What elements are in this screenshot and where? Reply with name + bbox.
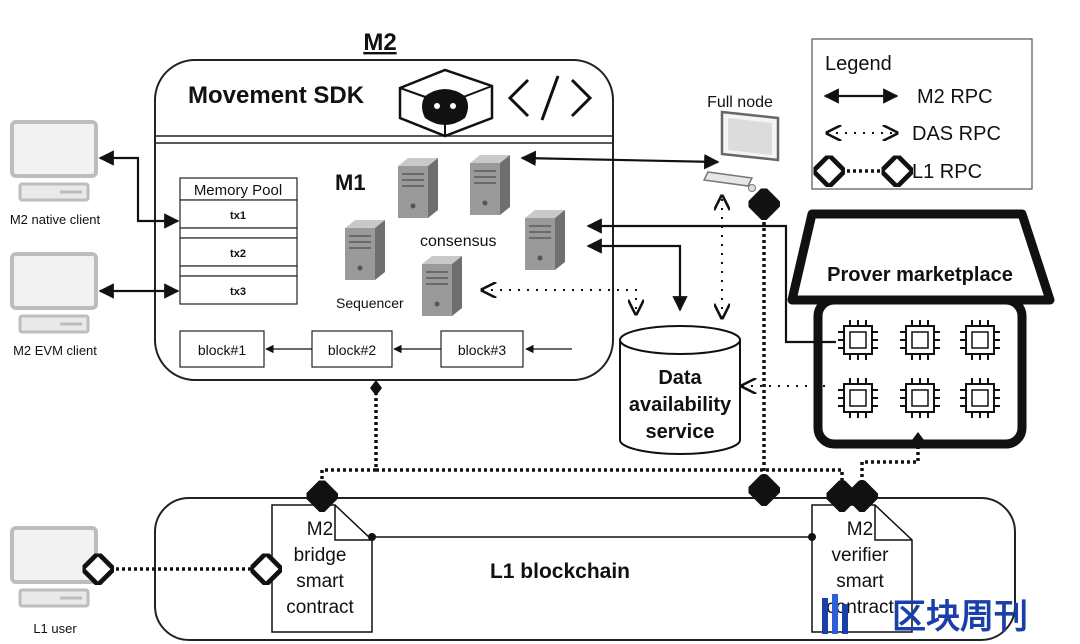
memory-pool: Memory Pool tx1 tx2 tx3 xyxy=(179,177,298,305)
chip-icon xyxy=(837,319,879,361)
verifier-contract-line: M2 xyxy=(847,519,873,540)
das-label-line: availability xyxy=(629,394,732,416)
full-node-computer-icon xyxy=(702,110,780,192)
verifier-contract-line: smart xyxy=(836,571,884,592)
bridge-contract-line: M2 xyxy=(307,519,333,540)
server-icon xyxy=(421,255,463,317)
block-label: block#2 xyxy=(328,342,376,358)
block-label: block#3 xyxy=(458,342,506,358)
chip-icon xyxy=(899,377,941,419)
bridge-contract-line: contract xyxy=(286,597,354,618)
movement-sdk-title: Movement SDK xyxy=(188,82,365,109)
chip-icon xyxy=(959,377,1001,419)
chip-icon xyxy=(837,377,879,419)
server-icon xyxy=(397,157,439,219)
bridge-contract-line: bridge xyxy=(294,545,347,566)
tx-item: tx1 xyxy=(230,210,246,222)
tx-item: tx3 xyxy=(230,286,246,298)
computer-icon xyxy=(10,120,98,202)
legend-item-das-rpc: DAS RPC xyxy=(912,123,1001,145)
chip-icon xyxy=(959,319,1001,361)
server-icon xyxy=(344,219,386,281)
memory-pool-title: Memory Pool xyxy=(194,182,282,199)
bridge-contract-line: smart xyxy=(296,571,344,592)
l1-blockchain-label: L1 blockchain xyxy=(490,560,630,583)
verifier-contract-line: verifier xyxy=(831,545,889,566)
block-box xyxy=(179,330,265,368)
prover-marketplace-title: Prover marketplace xyxy=(827,264,1013,286)
computer-icon xyxy=(10,526,98,608)
tx-item: tx2 xyxy=(230,248,246,260)
full-node-label: Full node xyxy=(707,94,773,111)
consensus-label: consensus xyxy=(420,233,497,250)
legend-title: Legend xyxy=(825,53,892,75)
server-icon xyxy=(524,209,566,271)
legend-item-m2-rpc: M2 RPC xyxy=(917,86,993,108)
chip-icon xyxy=(899,319,941,361)
m2-evm-client-label: M2 EVM client xyxy=(13,343,97,358)
movement-logo-icon xyxy=(398,68,494,138)
das-label-line: service xyxy=(646,421,715,443)
data-availability-cylinder xyxy=(619,325,741,455)
computer-icon xyxy=(10,252,98,334)
legend-item-l1-rpc: L1 RPC xyxy=(912,161,982,183)
m2-native-client-label: M2 native client xyxy=(10,212,101,227)
block-label: block#1 xyxy=(198,342,246,358)
code-icon xyxy=(507,75,593,121)
sequencer-label: Sequencer xyxy=(336,295,404,311)
watermark-text: 区块周刊 xyxy=(892,597,1028,637)
m2-title: M2 xyxy=(363,29,396,56)
watermark-logo-icon xyxy=(822,594,848,634)
l1-user-label: L1 user xyxy=(33,621,77,636)
m1-label: M1 xyxy=(335,170,366,195)
server-icon xyxy=(469,154,511,216)
das-label-line: Data xyxy=(658,367,702,389)
block-box xyxy=(440,330,524,368)
